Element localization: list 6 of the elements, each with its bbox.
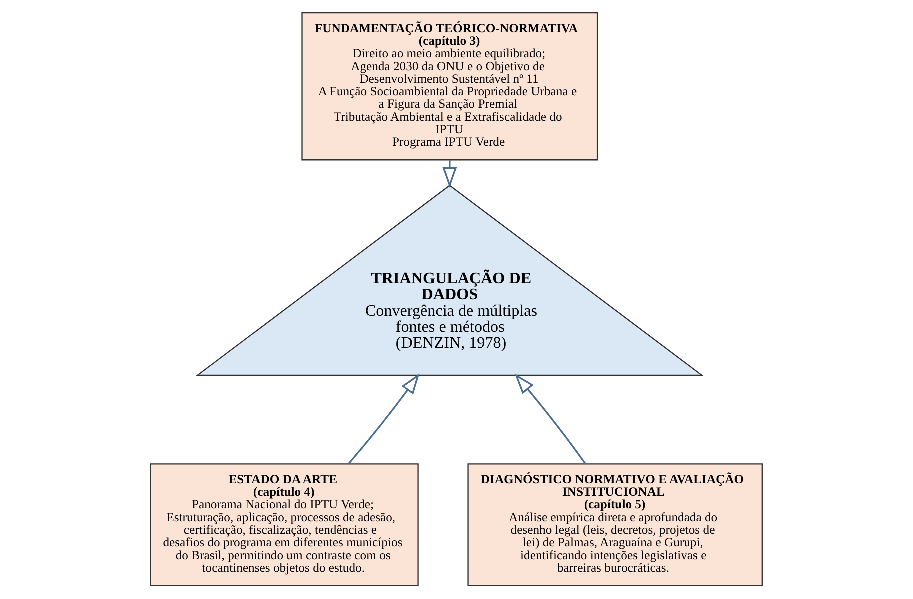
- arrow: [442, 160, 458, 188]
- node-box: ESTADO DA ARTE (capítulo 4) Panorama Nacional do IPTU Verde; Estruturação, aplicação, processos de adesão, certificação, fiscalização, tendências e desafios do programa em diferentes municípios do Brasil, permitindo um contraste com os tocantinenses objetos do estudo.: [150, 464, 419, 587]
- arrow: [514, 374, 586, 465]
- node-box: DIAGNÓSTICO NORMATIVO E AVALIAÇÃO INSTITUCIONAL (capítulo 5) Análise empírica direta e aprofundada do desenho legal (leis, decretos, projetos de lei) de Palmas, Araguaína e Gurupi, identificando intenções legislativas e barreiras burocráticas.: [468, 464, 763, 587]
- arrow: [348, 374, 420, 465]
- node-box: FUNDAMENTAÇÃO TEÓRICO-NORMATIVA (capítulo 3) Direito ao meio ambiente equilibrado; Agenda 2030 da ONU e o Objetivo de Desenvolvimento Sustentável nº 11 A Função Socioambiental da Propriedade Urbana e a Figura da Sanção Premial Tributação Ambiental e a Extrafiscalidade do IPTU Programa IPTU Verde: [302, 12, 598, 161]
